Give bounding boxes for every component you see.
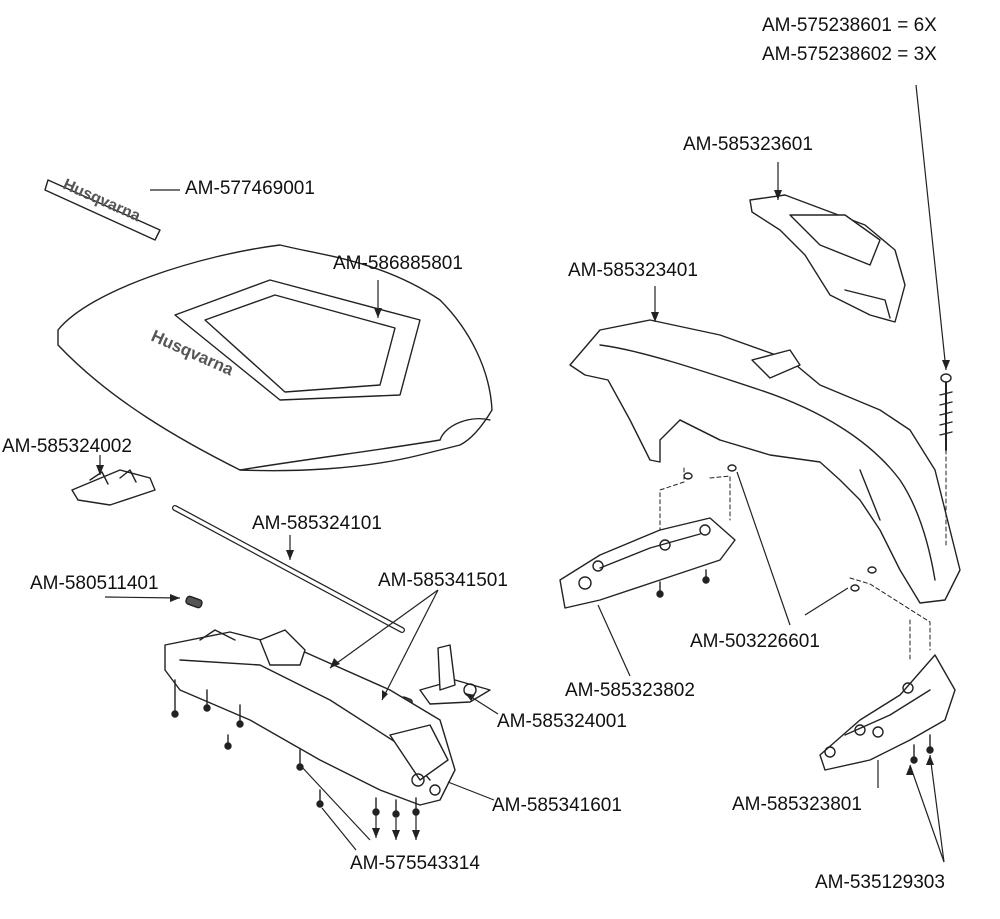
label-hinge-clip: AM-585324002 — [2, 436, 132, 457]
arrowheads — [96, 190, 950, 840]
label-right-skid: AM-585323801 — [732, 794, 862, 815]
cover-bracket-part — [749, 194, 906, 323]
label-frame-screw: AM-575543314 — [350, 853, 480, 874]
skid-screws — [910, 734, 934, 764]
frame-screws — [171, 679, 420, 818]
label-nut: AM-503226601 — [690, 631, 820, 652]
right-skid-part — [819, 654, 956, 771]
front-bumper-part — [569, 319, 961, 604]
label-cover-bracket: AM-585323601 — [683, 134, 813, 155]
label-screw-qty-3x: AM-575238602 = 3X — [762, 44, 937, 65]
hinge-clip-part — [71, 469, 156, 506]
label-rod: AM-585324101 — [252, 513, 382, 534]
rod-part — [172, 505, 405, 633]
leader-lines — [99, 84, 947, 863]
label-hood-decal: AM-577469001 — [185, 178, 315, 199]
label-hinge-lever: AM-585324001 — [497, 711, 627, 732]
label-screw-qty-6x: AM-575238601 = 6X — [762, 15, 937, 36]
label-left-skid: AM-585323802 — [565, 680, 695, 701]
label-frame: AM-585341601 — [492, 795, 622, 816]
pin-part — [185, 595, 203, 609]
frame-part — [164, 629, 456, 806]
label-pin: AM-580511401 — [30, 573, 159, 594]
hood-cover-part: Husqvarna — [57, 244, 493, 472]
long-screw-part — [939, 373, 953, 451]
label-hinge-pin: AM-585341501 — [378, 570, 508, 591]
hinge-lever-part — [419, 644, 491, 705]
label-skid-screw: AM-535129303 — [815, 872, 945, 893]
hood-decal-part: Husqvarna — [44, 176, 161, 241]
label-hood-cover: AM-586885801 — [333, 253, 463, 274]
label-front-bumper: AM-585323401 — [568, 260, 698, 281]
left-skid-part — [559, 517, 736, 609]
alignment-lines — [659, 449, 947, 661]
